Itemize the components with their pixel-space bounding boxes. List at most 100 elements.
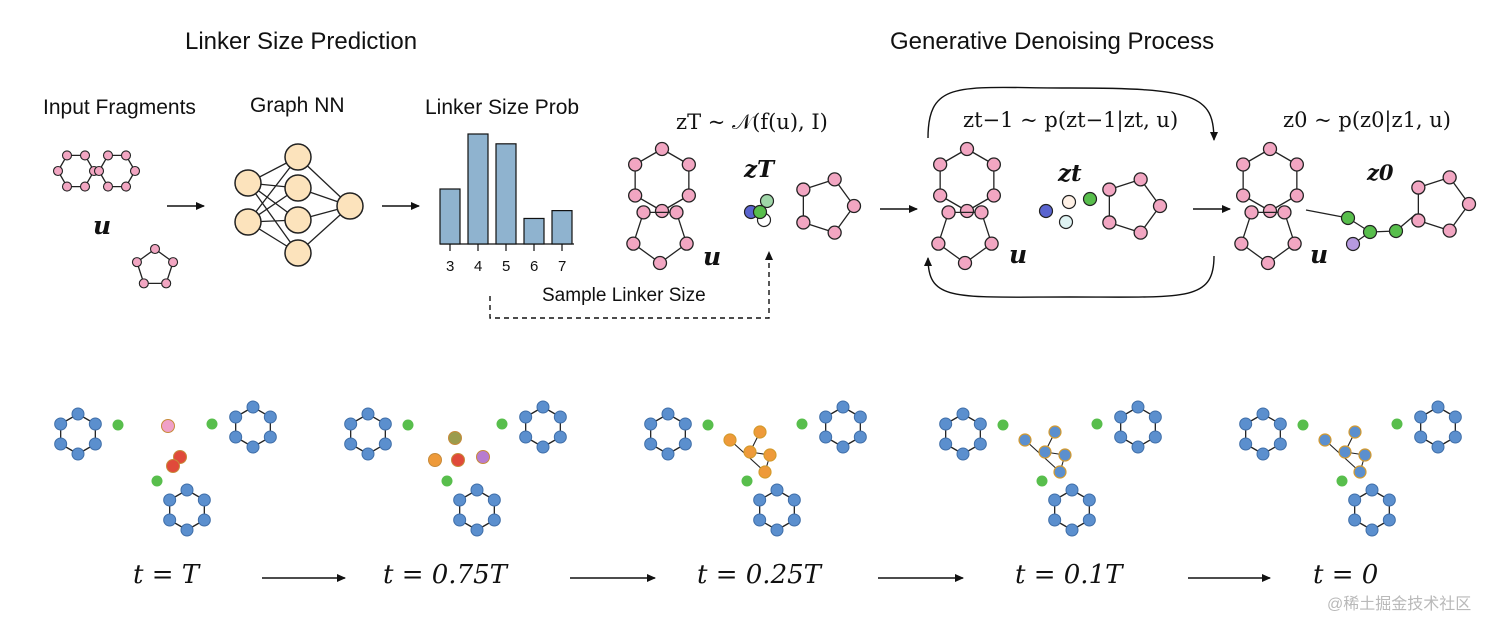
linker-atom <box>1358 448 1372 462</box>
atom <box>753 513 767 527</box>
atom <box>79 150 91 161</box>
atom <box>1244 205 1259 220</box>
linker-atom <box>1318 433 1332 447</box>
atom <box>628 188 643 203</box>
label-input-fragments: Input Fragments <box>43 96 196 119</box>
atom <box>1448 430 1462 444</box>
zT-frag-pentagon-a <box>626 205 694 271</box>
atom <box>939 417 953 431</box>
atom <box>1431 400 1445 414</box>
tick-label-3: 3 <box>446 258 455 275</box>
atom <box>102 181 114 192</box>
atom <box>1365 483 1379 497</box>
linker-atom <box>161 419 175 433</box>
atom <box>819 410 833 424</box>
atom <box>796 182 811 197</box>
atom <box>679 236 694 251</box>
z0-linker-atoms <box>1305 209 1417 252</box>
zt-linker-atoms <box>1038 191 1098 230</box>
atom <box>79 181 91 192</box>
atom <box>246 400 260 414</box>
label-u-z0: u <box>1310 240 1329 269</box>
tick-label-7: 7 <box>558 258 567 275</box>
linker-atom <box>1053 465 1067 479</box>
atom <box>131 257 142 268</box>
zt-pentagon-right <box>1102 172 1168 240</box>
atom <box>161 278 172 289</box>
green-atom <box>206 418 218 430</box>
snapshot-4-extras <box>1297 418 1403 487</box>
linker-atom <box>723 433 737 447</box>
linker-size-bar-chart <box>439 133 574 251</box>
linker-atom <box>448 431 462 445</box>
atom <box>1152 198 1168 214</box>
atom <box>197 513 211 527</box>
atom <box>1082 493 1096 507</box>
atom <box>836 440 850 454</box>
atom <box>1411 180 1426 195</box>
linker-atom <box>166 459 180 473</box>
eq-zt-minus-1: zt−1 ~ p(zt−1|zt, u) <box>963 108 1179 132</box>
label-zt: zt <box>1058 160 1082 187</box>
green-atom <box>1391 418 1403 430</box>
atom <box>796 215 811 230</box>
green-atom <box>796 418 808 430</box>
atom <box>1082 513 1096 527</box>
label-u-input: u <box>93 211 112 240</box>
atom <box>1102 182 1117 197</box>
atom <box>1382 493 1396 507</box>
green-atom <box>402 419 414 431</box>
atom <box>93 165 105 177</box>
atom <box>1273 437 1287 451</box>
atom <box>939 437 953 451</box>
linker-atom <box>1345 236 1361 252</box>
atom <box>1256 407 1270 421</box>
linker-atom <box>1353 465 1367 479</box>
z0-frag-pentagon-a <box>1234 205 1302 271</box>
atom <box>1348 493 1362 507</box>
atom <box>229 430 243 444</box>
green-atom <box>702 419 714 431</box>
label-linker-size-prob: Linker Size Prob <box>425 96 580 119</box>
linker-atom <box>1058 448 1072 462</box>
bar-3 <box>439 188 461 245</box>
atom <box>1133 225 1148 240</box>
atom <box>263 410 277 424</box>
atom <box>361 447 375 461</box>
linker-atom <box>1388 223 1404 239</box>
linker-atom <box>763 448 777 462</box>
atom <box>770 483 784 497</box>
atom <box>1365 523 1379 537</box>
atom <box>553 430 567 444</box>
atom <box>163 513 177 527</box>
atom <box>1277 205 1292 220</box>
atom <box>61 150 73 161</box>
atom <box>986 157 1001 172</box>
atom <box>536 440 550 454</box>
atom <box>1262 203 1278 219</box>
atom <box>120 181 132 192</box>
atom <box>197 493 211 507</box>
atom <box>1102 215 1117 230</box>
atom <box>959 203 975 219</box>
title-linker-size-prediction: Linker Size Prediction <box>185 28 418 55</box>
atom <box>1114 410 1128 424</box>
atom <box>827 172 842 187</box>
atom <box>678 417 692 431</box>
atom <box>54 417 68 431</box>
atom <box>553 410 567 424</box>
atom <box>1048 493 1062 507</box>
eq-zT-dist: zT ~ 𝒩(f(u), I) <box>676 110 828 134</box>
bar-6 <box>523 217 545 245</box>
green-atom <box>1091 418 1103 430</box>
atom <box>626 236 641 251</box>
atom <box>453 513 467 527</box>
atom <box>1289 188 1304 203</box>
atom <box>1048 513 1062 527</box>
label-zT: zT <box>744 156 775 183</box>
tick-label-4: 4 <box>474 258 483 275</box>
label-u-zT: u <box>703 242 722 271</box>
atom <box>1287 236 1302 251</box>
bar-7 <box>551 210 573 245</box>
